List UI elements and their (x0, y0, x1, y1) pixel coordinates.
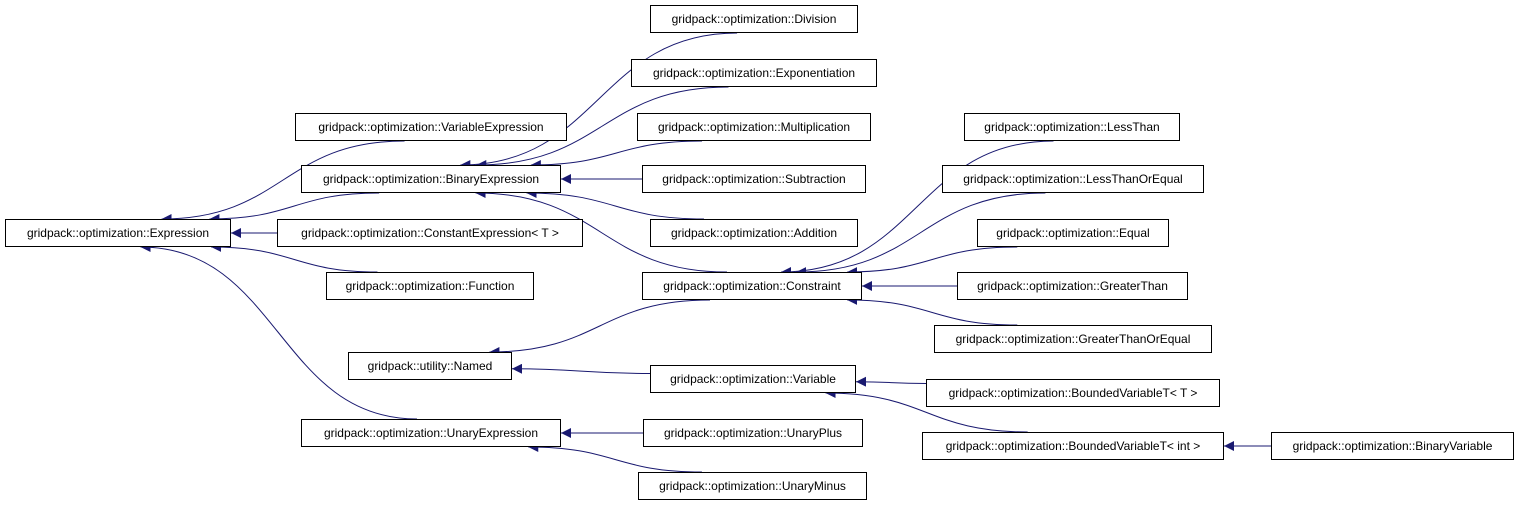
node-function[interactable]: gridpack::optimization::Function (326, 272, 534, 300)
edge-variable_expression-to-expression (161, 140, 405, 224)
node-less-than[interactable]: gridpack::optimization::LessThan (964, 113, 1180, 141)
edge-division-to-binary_expression (460, 32, 738, 170)
node-subtraction[interactable]: gridpack::optimization::Subtraction (642, 165, 866, 193)
node-constant-expression[interactable]: gridpack::optimization::ConstantExpressi… (277, 219, 583, 247)
node-bounded-variable-t[interactable]: gridpack::optimization::BoundedVariableT… (926, 379, 1220, 407)
edge-addition-to-binary_expression (526, 188, 704, 220)
node-named[interactable]: gridpack::utility::Named (348, 352, 512, 380)
edge-constraint-to-named (489, 299, 711, 357)
node-division[interactable]: gridpack::optimization::Division (650, 5, 858, 33)
node-multiplication[interactable]: gridpack::optimization::Multiplication (637, 113, 871, 141)
node-constraint[interactable]: gridpack::optimization::Constraint (642, 272, 862, 300)
edge-bounded_variable_t_int-to-variable (825, 388, 1028, 433)
edge-less_than_or_equal-to-constraint (796, 192, 1046, 277)
edge-bounded_variable_t-to-variable (855, 376, 927, 387)
node-binary-expression[interactable]: gridpack::optimization::BinaryExpression (301, 165, 561, 193)
edge-exponentiation-to-binary_expression (476, 86, 729, 170)
node-variable[interactable]: gridpack::optimization::Variable (650, 365, 856, 393)
node-unary-expression[interactable]: gridpack::optimization::UnaryExpression (301, 419, 561, 447)
node-variable-expression[interactable]: gridpack::optimization::VariableExpressi… (295, 113, 567, 141)
edge-unary_expression-to-expression (140, 242, 418, 420)
node-unary-minus[interactable]: gridpack::optimization::UnaryMinus (638, 472, 867, 500)
node-binary-variable[interactable]: gridpack::optimization::BinaryVariable (1271, 432, 1514, 460)
node-bounded-variable-t-int[interactable]: gridpack::optimization::BoundedVariableT… (922, 432, 1224, 460)
edge-variable-to-named (511, 363, 651, 374)
edge-greater_than_or_equal-to-constraint (847, 295, 1018, 326)
node-greater-than-or-equal[interactable]: gridpack::optimization::GreaterThanOrEqu… (934, 325, 1212, 353)
edge-less_than-to-constraint (781, 140, 1054, 277)
node-equal[interactable]: gridpack::optimization::Equal (977, 219, 1169, 247)
edge-constraint-to-binary_expression (475, 188, 728, 273)
node-addition[interactable]: gridpack::optimization::Addition (650, 219, 858, 247)
edge-equal-to-constraint (847, 246, 1018, 277)
node-less-than-or-equal[interactable]: gridpack::optimization::LessThanOrEqual (942, 165, 1204, 193)
node-greater-than[interactable]: gridpack::optimization::GreaterThan (957, 272, 1188, 300)
edge-multiplication-to-binary_expression (530, 140, 703, 170)
node-unary-plus[interactable]: gridpack::optimization::UnaryPlus (643, 419, 863, 447)
node-expression[interactable]: gridpack::optimization::Expression (5, 219, 231, 247)
node-exponentiation[interactable]: gridpack::optimization::Exponentiation (631, 59, 877, 87)
edge-unary_minus-to-unary_expression (528, 442, 702, 473)
edge-function-to-expression (211, 242, 378, 273)
edge-binary_expression-to-expression (209, 192, 380, 224)
